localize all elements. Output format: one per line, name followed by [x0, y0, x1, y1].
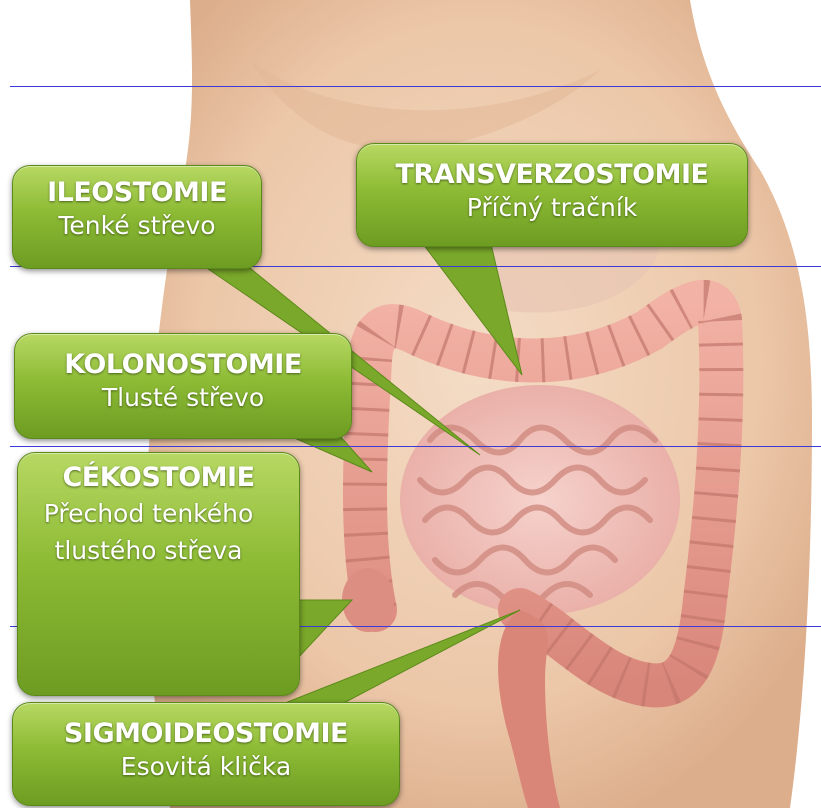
callout-subtitle: Tenké střevo [13, 210, 261, 242]
callout-title: TRANSVERZOSTOMIE [357, 158, 747, 192]
callout-subtitle: Esovitá klička [13, 751, 399, 783]
callout-subtitle: Tlusté střevo [15, 382, 351, 414]
callout-subtitle: Příčný tračník [357, 192, 747, 224]
callout-title: KOLONOSTOMIE [15, 348, 351, 382]
small-intestine [400, 385, 680, 615]
callout-subtitle: Přechod tenkého tlustého střeva [18, 495, 299, 569]
callout-kolonostomie: KOLONOSTOMIE Tlusté střevo [14, 333, 352, 439]
callout-title: CÉKOSTOMIE [18, 461, 299, 495]
callout-title: ILEOSTOMIE [13, 176, 261, 210]
callout-ileostomie: ILEOSTOMIE Tenké střevo [12, 165, 262, 269]
callout-title: SIGMOIDEOSTOMIE [13, 717, 399, 751]
guide-line-3 [10, 446, 821, 447]
guide-line-1 [10, 86, 821, 87]
callout-cekostomie: CÉKOSTOMIE Přechod tenkého tlustého stře… [17, 452, 300, 696]
callout-sigmoideostomie: SIGMOIDEOSTOMIE Esovitá klička [12, 702, 400, 806]
callout-transverzostomie: TRANSVERZOSTOMIE Příčný tračník [356, 143, 748, 247]
